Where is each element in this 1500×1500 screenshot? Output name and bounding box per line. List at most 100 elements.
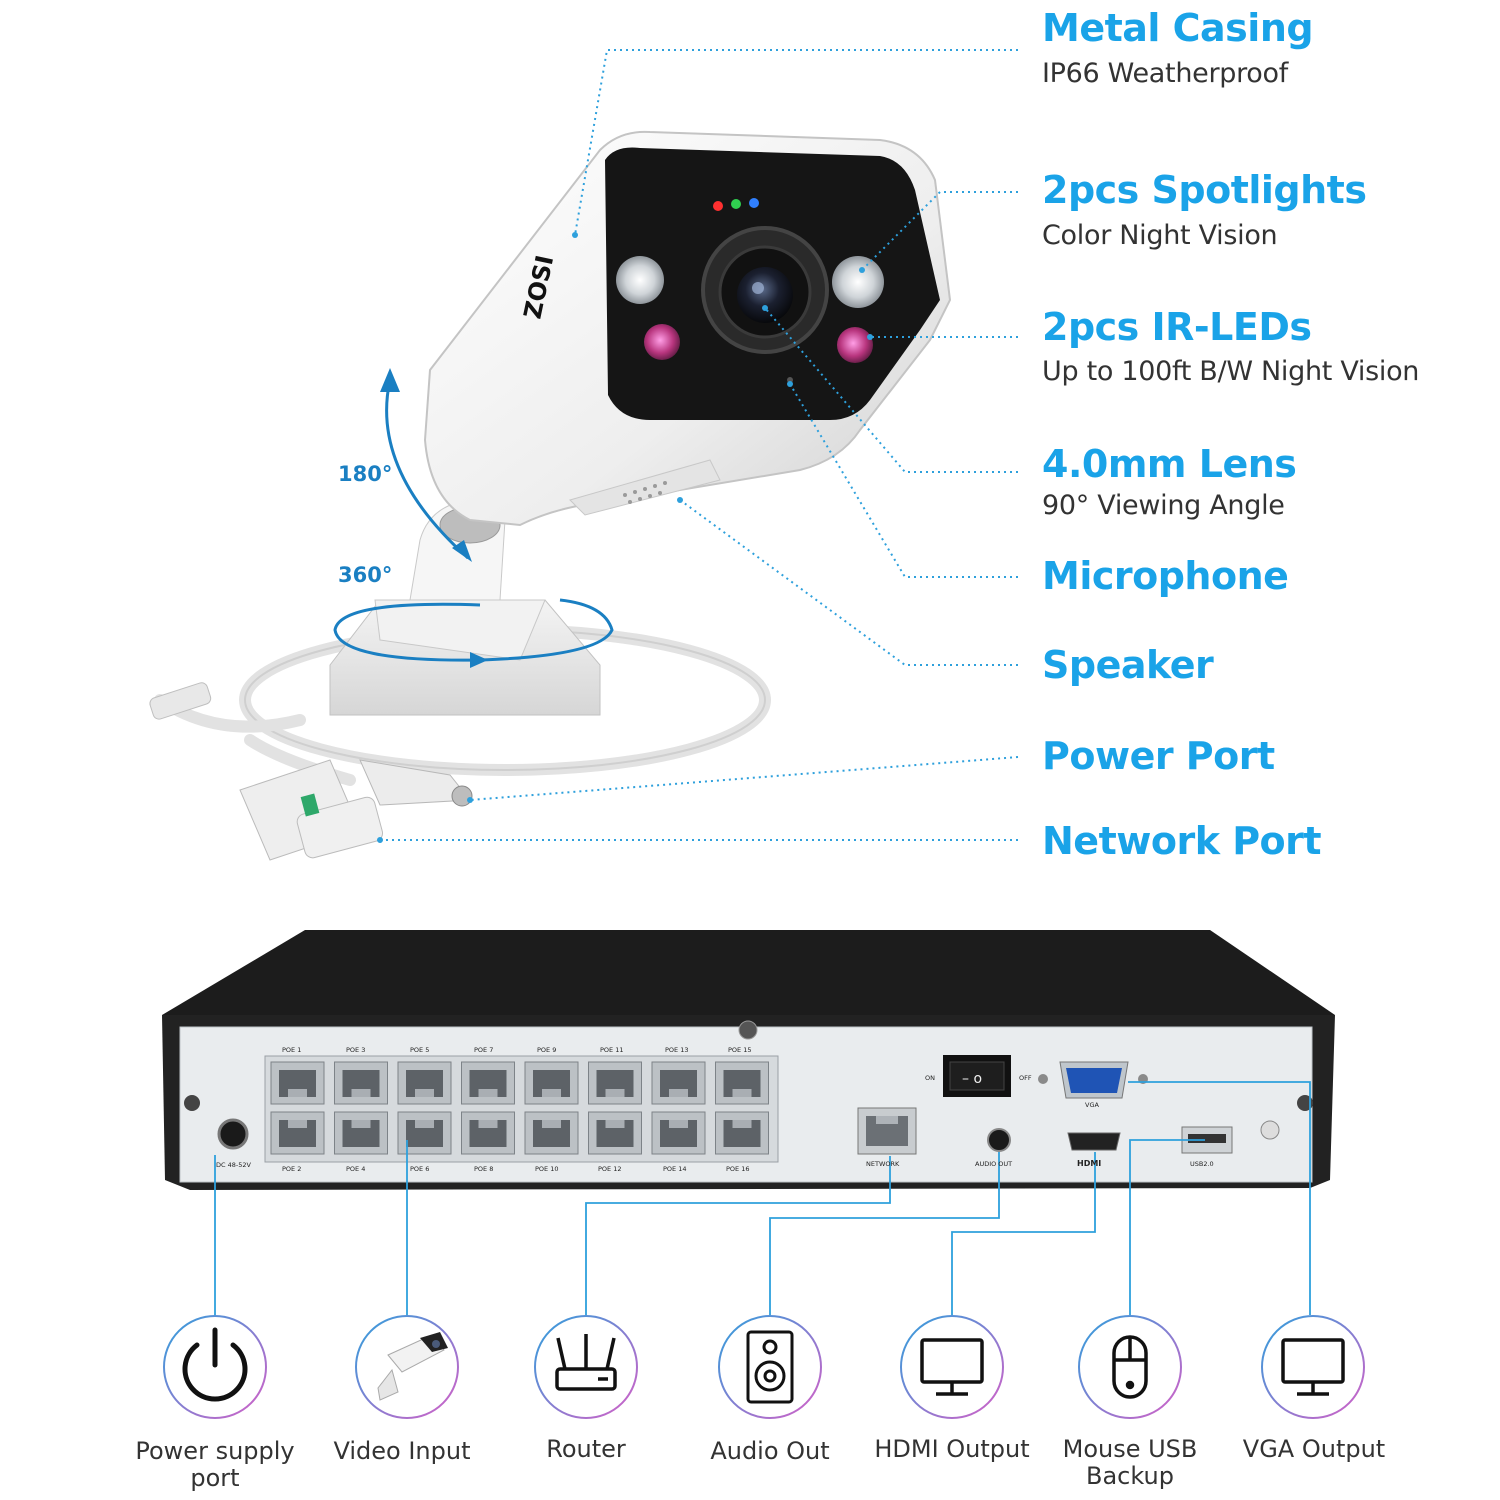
poe-port (524, 1061, 579, 1105)
feature-metal-casing-subtitle: IP66 Weatherproof (1042, 58, 1288, 89)
camera-mount (329, 499, 601, 716)
monitor-icon (1281, 1338, 1345, 1396)
poe-port-key (288, 1089, 307, 1097)
poe-port-key (542, 1120, 561, 1128)
poe-port-key (478, 1089, 498, 1097)
poe-port-socket (469, 1070, 507, 1097)
poe-port (715, 1061, 769, 1105)
poe-port-key (732, 1120, 752, 1128)
poe-port (715, 1111, 769, 1155)
poe-port-socket (533, 1070, 570, 1097)
poe-ports (270, 1061, 769, 1155)
svg-text:– o: – o (962, 1071, 982, 1087)
audio-port-label: AUDIO OUT (975, 1160, 1013, 1168)
dc-port-label: DC 48-52V (216, 1161, 251, 1169)
cable-connectors (149, 682, 473, 861)
poe-label: POE 16 (726, 1165, 750, 1173)
poe-label: POE 6 (410, 1165, 430, 1173)
poe-port (461, 1061, 515, 1105)
poe-port-socket (723, 1120, 761, 1147)
feature-spotlights-subtitle: Color Night Vision (1042, 220, 1278, 251)
connection-label-vga: VGA Output (1242, 1435, 1386, 1463)
switch-on-label: ON (925, 1074, 935, 1082)
poe-port-socket (279, 1070, 316, 1097)
poe-port (270, 1111, 325, 1155)
power-icon (182, 1327, 248, 1402)
tilt-arrow-head-top (380, 368, 400, 392)
connection-label-power: Power supply port (135, 1437, 295, 1492)
poe-label: POE 9 (537, 1046, 557, 1054)
poe-port (334, 1061, 388, 1105)
nvr-connection-lines (214, 1081, 1311, 1315)
feature-ir-leds-title: 2pcs IR-LEDs (1042, 305, 1312, 349)
poe-port (270, 1061, 325, 1105)
poe-label: POE 8 (474, 1165, 494, 1173)
pan-arrow (333, 598, 614, 662)
poe-port-socket (406, 1070, 443, 1097)
poe-port-socket (533, 1120, 570, 1147)
feature-microphone-title: Microphone (1042, 554, 1289, 598)
mouse-icon (1112, 1335, 1148, 1399)
poe-port-socket (723, 1070, 761, 1097)
poe-port-key (669, 1089, 688, 1097)
poe-label: POE 7 (474, 1046, 494, 1054)
feature-lens-title: 4.0mm Lens (1042, 442, 1297, 486)
camera-illustration: ZOSI (149, 49, 1019, 861)
poe-port-socket (596, 1070, 634, 1097)
connection-label-hdmi: HDMI Output (874, 1435, 1030, 1463)
poe-port-socket (342, 1070, 380, 1097)
poe-port (588, 1061, 642, 1105)
monitor-icon (920, 1338, 984, 1396)
poe-port-socket (406, 1120, 443, 1147)
poe-port-socket (279, 1120, 316, 1147)
poe-label: POE 5 (410, 1046, 430, 1054)
feature-power-port-title: Power Port (1042, 734, 1275, 778)
tilt-arrow-head-bottom (452, 540, 472, 562)
poe-label: POE 10 (535, 1165, 559, 1173)
poe-label: POE 15 (728, 1046, 752, 1054)
network-port-label: NETWORK (866, 1160, 900, 1168)
poe-port-key (351, 1089, 371, 1097)
poe-port-key (351, 1120, 371, 1128)
poe-label: POE 12 (598, 1165, 622, 1173)
poe-port-key (288, 1120, 307, 1128)
poe-port (651, 1061, 706, 1105)
poe-label: POE 4 (346, 1165, 366, 1173)
poe-label: POE 11 (600, 1046, 624, 1054)
poe-port-socket (596, 1120, 634, 1147)
poe-port-key (478, 1120, 498, 1128)
poe-port (397, 1061, 452, 1105)
poe-label: POE 2 (282, 1165, 302, 1173)
poe-port-key (542, 1089, 561, 1097)
poe-port-key (669, 1120, 688, 1128)
poe-port (334, 1111, 388, 1155)
feature-lens-subtitle: 90° Viewing Angle (1042, 490, 1285, 521)
poe-port-key (605, 1089, 625, 1097)
poe-label: POE 13 (665, 1046, 689, 1054)
router-icon (555, 1334, 617, 1391)
feature-metal-casing-title: Metal Casing (1042, 6, 1314, 50)
camera-body (423, 130, 952, 527)
poe-port-key (415, 1089, 434, 1097)
poe-port-key (605, 1120, 625, 1128)
hdmi-port-label: HDMI (1077, 1159, 1102, 1168)
poe-label: POE 3 (346, 1046, 366, 1054)
connection-label-mouse-usb: Mouse USB Backup (1062, 1435, 1198, 1490)
poe-port-socket (469, 1120, 507, 1147)
pan-angle-label: 360° (338, 563, 393, 587)
speaker-icon (746, 1330, 794, 1404)
feature-spotlights-title: 2pcs Spotlights (1042, 168, 1367, 212)
camera-icon (377, 1332, 448, 1401)
feature-network-port-title: Network Port (1042, 819, 1322, 863)
vga-port-label: VGA (1085, 1101, 1099, 1109)
poe-port-key (415, 1120, 434, 1128)
poe-label: POE 1 (282, 1046, 302, 1054)
connection-label-audio-out: Audio Out (710, 1437, 830, 1465)
poe-port-socket (342, 1120, 380, 1147)
connection-label-router: Router (546, 1435, 626, 1463)
usb-port-label: USB2.0 (1190, 1160, 1214, 1168)
pan-arrow-head (470, 652, 488, 668)
poe-port-socket (660, 1120, 697, 1147)
poe-port (397, 1111, 452, 1155)
poe-port-socket (660, 1070, 697, 1097)
